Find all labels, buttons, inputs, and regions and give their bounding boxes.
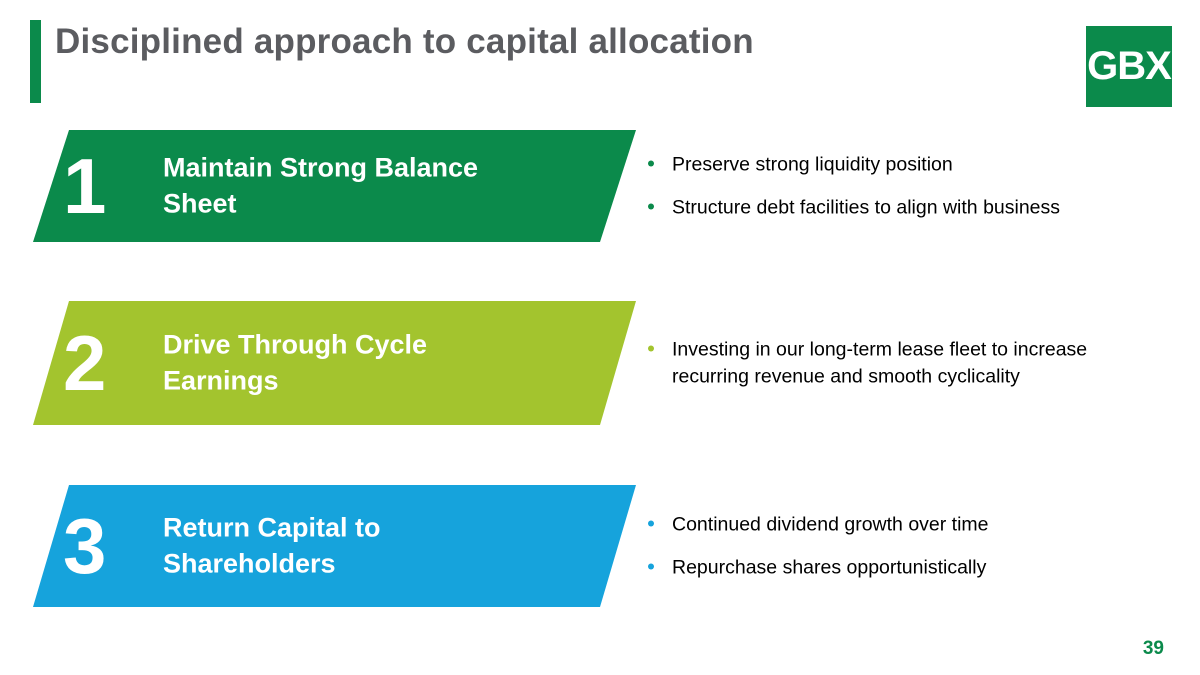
pillar-row: 3 Return Capital to Shareholders Continu… <box>0 485 1200 607</box>
pillar-number-1: 1 <box>63 142 107 230</box>
bullet-text: Preserve strong liquidity position <box>672 153 953 176</box>
bullet-item: Continued dividend growth over time <box>645 511 1125 538</box>
pillar-label-2: Drive Through Cycle Earnings <box>163 329 428 395</box>
bullet-text: Structure debt facilities to align with … <box>672 196 1061 218</box>
bullet-text: Investing in our long-term lease fleet t… <box>672 338 1088 387</box>
pillar-bullets-1: Preserve strong liquidity position Struc… <box>645 151 1125 220</box>
bullet-item: Investing in our long-term lease fleet t… <box>645 336 1125 389</box>
pillar-band-1 <box>33 130 636 242</box>
bullet-dot-icon <box>648 563 654 569</box>
page-number: 39 <box>1142 638 1164 659</box>
bullet-item: Structure debt facilities to align with … <box>645 194 1125 221</box>
pillar-row: 1 Maintain Strong Balance Sheet Preserve… <box>0 130 1200 242</box>
pillar-bullets-3: Continued dividend growth over time Repu… <box>645 511 1125 580</box>
pillar-band-3 <box>33 485 636 607</box>
bullet-dot-icon <box>648 345 654 352</box>
title-accent-bar <box>30 20 41 103</box>
brand-logo-text: GBX <box>1087 44 1172 88</box>
brand-logo: GBX <box>1086 26 1172 107</box>
page-title: Disciplined approach to capital allocati… <box>55 22 754 61</box>
bullet-dot-icon <box>648 160 654 167</box>
pillar-number-3: 3 <box>63 502 107 590</box>
pillar-label-1: Maintain Strong Balance Sheet <box>163 152 479 218</box>
pillar-label-3: Return Capital to Shareholders <box>163 512 381 578</box>
pillar-bullets-2: Investing in our long-term lease fleet t… <box>645 336 1125 389</box>
pillar-band-2 <box>33 301 636 425</box>
bullet-dot-icon <box>648 520 654 527</box>
bullet-item: Repurchase shares opportunistically <box>645 554 1125 581</box>
bullet-dot-icon <box>648 203 654 209</box>
bullet-item: Preserve strong liquidity position <box>645 151 1125 178</box>
bullet-text: Continued dividend growth over time <box>672 513 989 536</box>
pillar-number-2: 2 <box>63 319 107 407</box>
bullet-text: Repurchase shares opportunistically <box>672 556 987 578</box>
pillar-row: 2 Drive Through Cycle Earnings Investing… <box>0 301 1200 425</box>
